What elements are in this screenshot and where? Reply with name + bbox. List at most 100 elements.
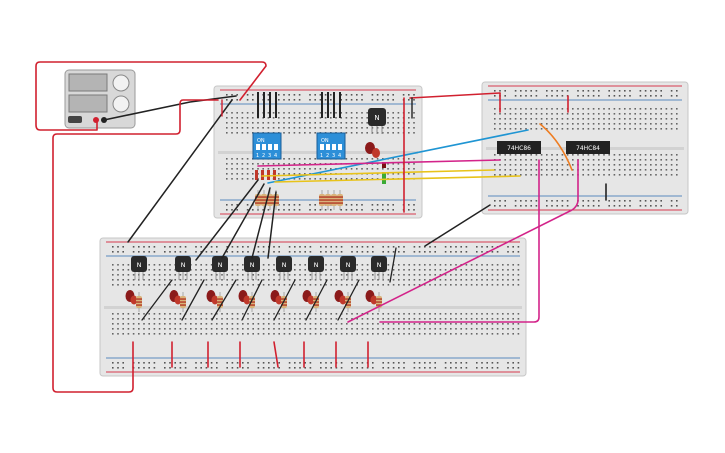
terminal-hole[interactable]: [356, 127, 358, 129]
rail-hole[interactable]: [450, 362, 452, 364]
terminal-hole[interactable]: [283, 122, 285, 124]
terminal-hole[interactable]: [655, 113, 657, 115]
terminal-hole[interactable]: [293, 168, 296, 170]
rail-hole[interactable]: [465, 251, 468, 253]
rail-hole[interactable]: [356, 204, 358, 206]
terminal-hole[interactable]: [346, 318, 348, 320]
terminal-hole[interactable]: [470, 279, 473, 281]
terminal-hole[interactable]: [608, 108, 610, 110]
terminal-hole[interactable]: [398, 328, 400, 330]
terminal-hole[interactable]: [122, 333, 124, 335]
terminal-hole[interactable]: [520, 154, 522, 156]
rail-hole[interactable]: [514, 205, 517, 207]
terminal-hole[interactable]: [398, 269, 400, 271]
rail-hole[interactable]: [639, 205, 642, 207]
wire-black-diag[interactable]: [267, 191, 277, 259]
terminal-hole[interactable]: [236, 323, 239, 325]
terminal-hole[interactable]: [304, 269, 306, 271]
terminal-hole[interactable]: [366, 264, 369, 266]
rail-hole[interactable]: [184, 246, 187, 248]
wire-black-right[interactable]: [424, 204, 491, 247]
dip-toggle[interactable]: [274, 144, 278, 150]
terminal-hole[interactable]: [231, 328, 234, 330]
terminal-hole[interactable]: [618, 159, 621, 161]
rail-hole[interactable]: [226, 362, 228, 364]
rail-hole[interactable]: [117, 246, 119, 248]
rail-hole[interactable]: [267, 209, 270, 211]
terminal-hole[interactable]: [221, 333, 223, 335]
terminal-hole[interactable]: [535, 108, 538, 110]
terminal-hole[interactable]: [676, 169, 678, 171]
rail-hole[interactable]: [257, 362, 260, 364]
terminal-hole[interactable]: [231, 178, 233, 180]
terminal-hole[interactable]: [392, 328, 395, 330]
terminal-hole[interactable]: [496, 318, 499, 320]
rail-hole[interactable]: [650, 205, 652, 207]
rail-hole[interactable]: [434, 246, 436, 248]
terminal-hole[interactable]: [272, 112, 275, 114]
rail-hole[interactable]: [486, 367, 488, 369]
rail-hole[interactable]: [195, 251, 197, 253]
terminal-hole[interactable]: [413, 158, 415, 160]
rail-hole[interactable]: [273, 246, 275, 248]
rail-hole[interactable]: [226, 204, 228, 206]
rail-hole[interactable]: [660, 200, 662, 202]
terminal-hole[interactable]: [267, 117, 270, 119]
terminal-hole[interactable]: [257, 333, 260, 335]
dip-toggle[interactable]: [268, 144, 272, 150]
rail-hole[interactable]: [169, 367, 171, 369]
terminal-hole[interactable]: [592, 118, 595, 120]
terminal-hole[interactable]: [382, 127, 384, 129]
ic-chip-74hc84[interactable]: 74HC84: [566, 141, 610, 154]
terminal-hole[interactable]: [512, 333, 514, 335]
terminal-hole[interactable]: [356, 117, 358, 119]
rail-hole[interactable]: [382, 362, 384, 364]
rail-hole[interactable]: [613, 95, 616, 97]
terminal-hole[interactable]: [582, 164, 584, 166]
terminal-hole[interactable]: [546, 169, 548, 171]
rail-hole[interactable]: [650, 200, 652, 202]
terminal-hole[interactable]: [200, 269, 202, 271]
terminal-hole[interactable]: [205, 328, 208, 330]
terminal-hole[interactable]: [272, 117, 275, 119]
rail-hole[interactable]: [200, 362, 202, 364]
terminal-hole[interactable]: [530, 123, 532, 125]
terminal-hole[interactable]: [174, 318, 176, 320]
terminal-hole[interactable]: [556, 169, 558, 171]
terminal-hole[interactable]: [644, 164, 647, 166]
terminal-hole[interactable]: [257, 122, 259, 124]
terminal-hole[interactable]: [158, 313, 161, 315]
terminal-hole[interactable]: [164, 274, 166, 276]
terminal-hole[interactable]: [132, 313, 135, 315]
terminal-hole[interactable]: [509, 159, 512, 161]
terminal-hole[interactable]: [340, 127, 342, 129]
terminal-hole[interactable]: [148, 328, 150, 330]
rail-hole[interactable]: [283, 204, 285, 206]
rail-hole[interactable]: [514, 90, 517, 92]
terminal-hole[interactable]: [509, 118, 512, 120]
terminal-hole[interactable]: [398, 279, 400, 281]
terminal-hole[interactable]: [494, 174, 496, 176]
terminal-hole[interactable]: [566, 128, 569, 130]
rail-hole[interactable]: [153, 246, 156, 248]
terminal-hole[interactable]: [556, 174, 558, 176]
terminal-hole[interactable]: [184, 274, 187, 276]
terminal-hole[interactable]: [660, 174, 662, 176]
terminal-hole[interactable]: [476, 269, 478, 271]
rail-hole[interactable]: [455, 251, 457, 253]
terminal-hole[interactable]: [509, 108, 512, 110]
terminal-hole[interactable]: [351, 318, 353, 320]
terminal-hole[interactable]: [293, 132, 296, 134]
terminal-hole[interactable]: [252, 173, 254, 175]
terminal-hole[interactable]: [387, 127, 389, 129]
rail-hole[interactable]: [535, 90, 538, 92]
terminal-hole[interactable]: [158, 323, 161, 325]
terminal-hole[interactable]: [535, 123, 538, 125]
rail-hole[interactable]: [231, 94, 233, 96]
terminal-hole[interactable]: [273, 328, 275, 330]
terminal-hole[interactable]: [494, 113, 496, 115]
terminal-hole[interactable]: [262, 168, 264, 170]
terminal-hole[interactable]: [122, 323, 124, 325]
terminal-hole[interactable]: [509, 169, 512, 171]
rail-hole[interactable]: [660, 90, 662, 92]
